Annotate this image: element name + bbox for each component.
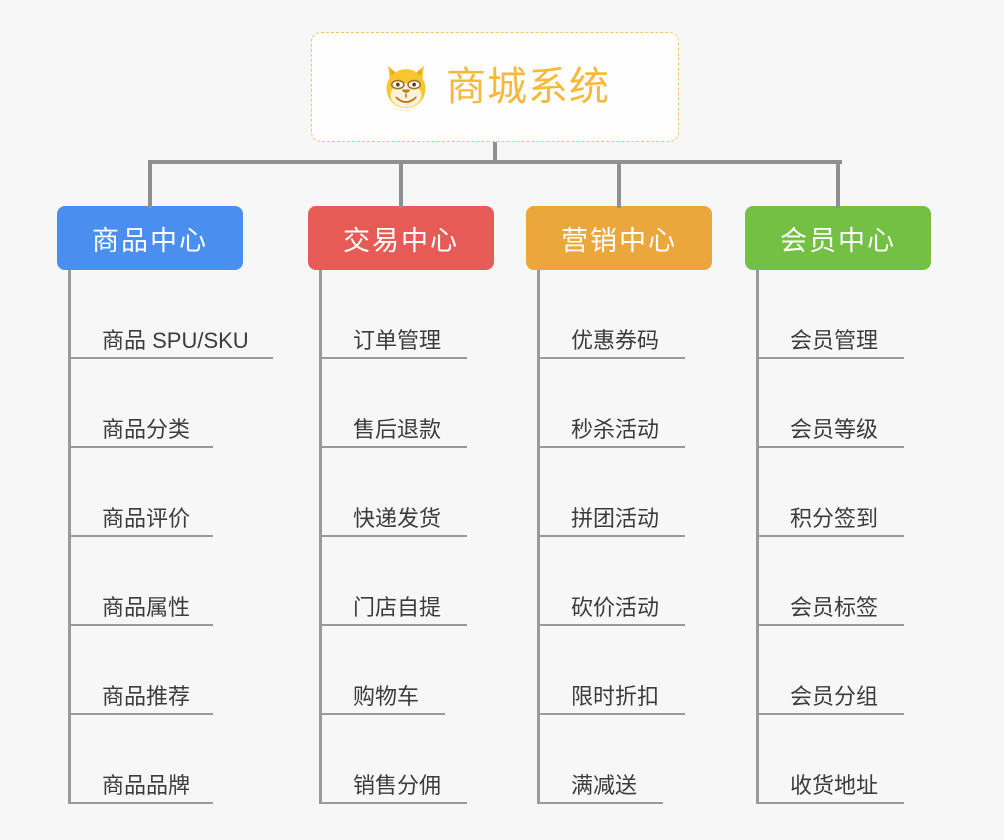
list-item-underline	[319, 446, 467, 448]
category-item-list-1: 商品 SPU/SKU 商品分类商品评价商品属性商品推荐商品品牌	[57, 270, 273, 804]
list-item-label: 商品属性	[102, 595, 191, 620]
list-item-label: 购物车	[353, 684, 420, 709]
list-item-underline	[319, 713, 445, 715]
list-item-label: 限时折扣	[571, 684, 660, 709]
list-item-label: 会员管理	[790, 328, 879, 353]
list-item-underline	[68, 713, 213, 715]
category-item-list-2: 订单管理售后退款快递发货门店自提购物车销售分佣	[308, 270, 494, 804]
list-item-label: 会员等级	[790, 417, 879, 442]
list-item-label: 销售分佣	[353, 773, 442, 798]
list-item-label: 满减送	[571, 773, 638, 798]
connector-drop-4	[836, 160, 840, 208]
list-item[interactable]: 购物车	[308, 626, 494, 715]
list-item-label: 商品品牌	[102, 773, 191, 798]
list-item-underline	[319, 357, 467, 359]
list-item[interactable]: 快递发货	[308, 448, 494, 537]
list-item-underline	[319, 535, 467, 537]
list-item[interactable]: 秒杀活动	[526, 359, 712, 448]
list-item[interactable]: 商品分类	[57, 359, 243, 448]
list-item-underline	[756, 535, 904, 537]
category-item-list-3: 优惠券码秒杀活动拼团活动砍价活动限时折扣满减送	[526, 270, 712, 804]
list-item[interactable]: 会员标签	[745, 537, 931, 626]
list-item[interactable]: 会员分组	[745, 626, 931, 715]
category-column-1: 商品中心商品 SPU/SKU 商品分类商品评价商品属性商品推荐商品品牌	[57, 206, 273, 804]
list-item[interactable]: 砍价活动	[526, 537, 712, 626]
list-item-underline	[68, 802, 213, 804]
list-item-label: 商品评价	[102, 506, 191, 531]
list-item-underline	[537, 624, 685, 626]
list-item-label: 快递发货	[353, 506, 442, 531]
list-item-underline	[319, 802, 467, 804]
category-item-list-4: 会员管理会员等级积分签到会员标签会员分组收货地址	[745, 270, 931, 804]
list-item-underline	[756, 446, 904, 448]
list-item-label: 收货地址	[790, 773, 879, 798]
list-item-label: 订单管理	[353, 328, 442, 353]
list-item[interactable]: 商品品牌	[57, 715, 243, 804]
category-column-3: 营销中心优惠券码秒杀活动拼团活动砍价活动限时折扣满减送	[526, 206, 712, 804]
list-item[interactable]: 会员管理	[745, 270, 931, 359]
list-item-label: 商品 SPU/SKU	[102, 328, 249, 353]
list-item[interactable]: 订单管理	[308, 270, 494, 359]
connector-horizontal-bus	[148, 160, 842, 164]
list-item-underline	[319, 624, 467, 626]
list-item-underline	[68, 446, 213, 448]
category-header-1[interactable]: 商品中心	[57, 206, 243, 270]
category-column-4: 会员中心会员管理会员等级积分签到会员标签会员分组收货地址	[745, 206, 931, 804]
category-header-3[interactable]: 营销中心	[526, 206, 712, 270]
tree-spine-1	[68, 270, 71, 804]
list-item[interactable]: 限时折扣	[526, 626, 712, 715]
list-item-underline	[68, 535, 213, 537]
list-item[interactable]: 商品评价	[57, 448, 243, 537]
list-item-underline	[756, 713, 904, 715]
tree-spine-2	[319, 270, 322, 804]
list-item-underline	[537, 802, 663, 804]
list-item[interactable]: 收货地址	[745, 715, 931, 804]
category-header-4[interactable]: 会员中心	[745, 206, 931, 270]
list-item[interactable]: 会员等级	[745, 359, 931, 448]
list-item[interactable]: 商品推荐	[57, 626, 243, 715]
list-item-underline	[756, 357, 904, 359]
list-item[interactable]: 积分签到	[745, 448, 931, 537]
list-item-underline	[756, 624, 904, 626]
root-node-mall-system[interactable]: 商城系统	[311, 32, 679, 142]
list-item-label: 优惠券码	[571, 328, 660, 353]
list-item-label: 售后退款	[353, 417, 442, 442]
list-item-label: 砍价活动	[571, 595, 660, 620]
list-item[interactable]: 商品属性	[57, 537, 243, 626]
list-item-underline	[756, 802, 904, 804]
list-item-underline	[537, 535, 685, 537]
list-item-label: 会员标签	[790, 595, 879, 620]
category-header-2[interactable]: 交易中心	[308, 206, 494, 270]
list-item[interactable]: 销售分佣	[308, 715, 494, 804]
list-item-label: 商品分类	[102, 417, 191, 442]
tree-spine-4	[756, 270, 759, 804]
list-item-label: 商品推荐	[102, 684, 191, 709]
category-column-2: 交易中心订单管理售后退款快递发货门店自提购物车销售分佣	[308, 206, 494, 804]
list-item-underline	[537, 357, 685, 359]
root-node-title: 商城系统	[446, 65, 610, 109]
list-item-underline	[68, 624, 213, 626]
list-item-label: 秒杀活动	[571, 417, 660, 442]
connector-drop-3	[617, 160, 621, 208]
list-item[interactable]: 商品 SPU/SKU	[57, 270, 273, 359]
connector-drop-2	[399, 160, 403, 208]
tree-spine-3	[537, 270, 540, 804]
list-item-label: 拼团活动	[571, 506, 660, 531]
list-item-underline	[537, 713, 685, 715]
list-item-underline	[68, 357, 273, 359]
list-item-underline	[537, 446, 685, 448]
connector-root-vertical	[493, 142, 497, 163]
list-item[interactable]: 售后退款	[308, 359, 494, 448]
list-item[interactable]: 门店自提	[308, 537, 494, 626]
list-item-label: 积分签到	[790, 506, 879, 531]
list-item[interactable]: 满减送	[526, 715, 712, 804]
list-item[interactable]: 拼团活动	[526, 448, 712, 537]
connector-drop-1	[148, 160, 152, 208]
list-item-label: 会员分组	[790, 684, 879, 709]
shiba-dog-icon	[386, 65, 426, 112]
list-item-label: 门店自提	[353, 595, 442, 620]
list-item[interactable]: 优惠券码	[526, 270, 712, 359]
